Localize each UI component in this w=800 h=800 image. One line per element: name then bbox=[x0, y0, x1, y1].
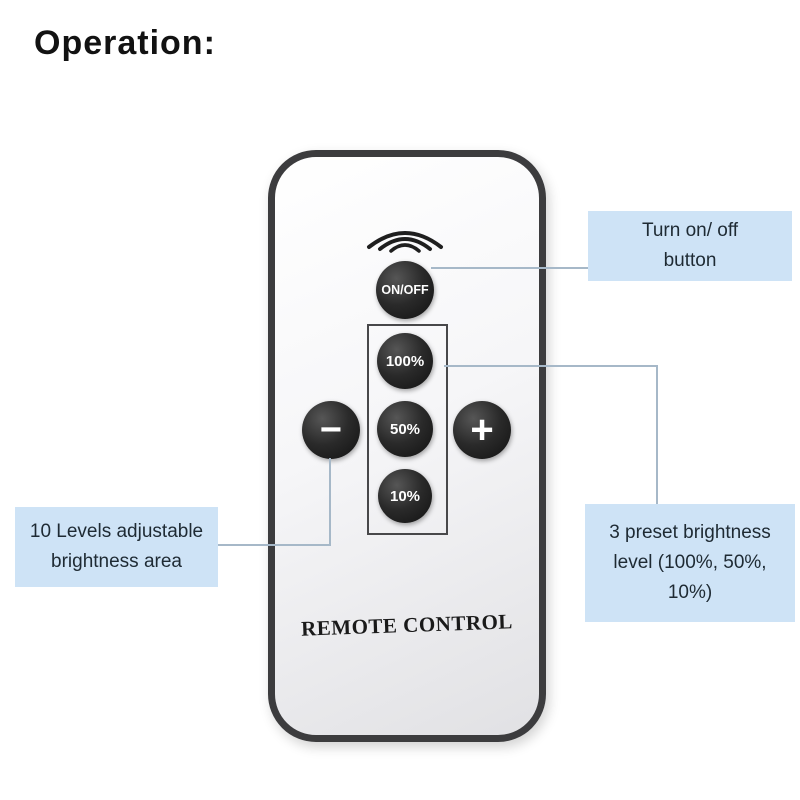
minus-icon: − bbox=[319, 408, 343, 451]
connector-power-line bbox=[431, 267, 588, 269]
brightness-minus-button: − bbox=[302, 401, 360, 459]
connector-presets-line-vertical bbox=[656, 365, 658, 506]
connector-levels-line-horizontal bbox=[217, 544, 331, 546]
callout-presets-line-3: 10%) bbox=[667, 582, 713, 603]
callout-power-line-2: button bbox=[663, 250, 717, 271]
power-button: ON/OFF bbox=[376, 261, 434, 319]
page-title: Operation: bbox=[34, 24, 216, 62]
preset-100-label: 100% bbox=[385, 352, 425, 370]
preset-group-outline bbox=[367, 324, 448, 535]
preset-100-button: 100% bbox=[377, 333, 433, 389]
connector-presets-line-horizontal bbox=[444, 365, 658, 367]
plus-icon: + bbox=[470, 407, 494, 452]
power-button-label: ON/OFF bbox=[381, 283, 429, 297]
callout-power-line-1: Turn on/ off bbox=[641, 220, 739, 241]
connector-levels-line-vertical bbox=[329, 458, 331, 546]
callout-presets: 3 preset brightness level (100%, 50%, 10… bbox=[585, 504, 795, 622]
remote-brand-label: REMOTE CONTROL bbox=[300, 609, 514, 641]
callout-levels-line-1: 10 Levels adjustable bbox=[29, 521, 204, 542]
callout-presets-line-2: level (100%, 50%, bbox=[613, 552, 767, 573]
preset-50-label: 50% bbox=[389, 420, 421, 438]
remote-control: ON/OFF 100% 50% 10% − + REMOTE CONTROL bbox=[268, 150, 546, 742]
ir-signal-icon bbox=[367, 231, 443, 253]
callout-levels: 10 Levels adjustable brightness area bbox=[15, 507, 218, 587]
preset-10-button: 10% bbox=[378, 469, 432, 523]
callout-levels-line-2: brightness area bbox=[51, 551, 182, 572]
callout-presets-line-1: 3 preset brightness bbox=[609, 522, 771, 543]
preset-50-button: 50% bbox=[377, 401, 433, 457]
brightness-plus-button: + bbox=[453, 401, 511, 459]
callout-power: Turn on/ off button bbox=[588, 211, 792, 281]
preset-10-label: 10% bbox=[389, 487, 421, 505]
